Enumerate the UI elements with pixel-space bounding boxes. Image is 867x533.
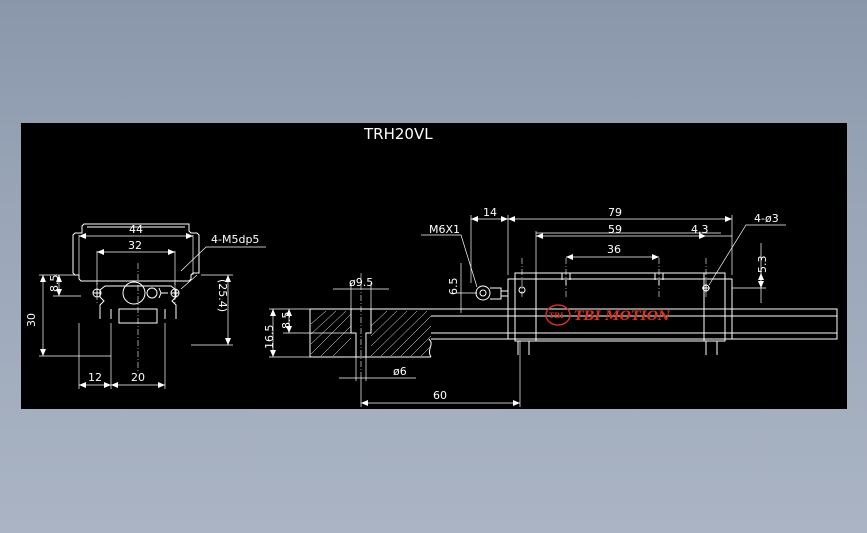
side-block-body — [514, 272, 726, 342]
dim-rail-pitch: 60 — [433, 389, 447, 402]
hatch-pattern — [310, 310, 432, 357]
tbi-emblem-text: TBI — [549, 311, 563, 320]
side-view: TBI TBI MOTION — [309, 258, 838, 378]
label-seal-holes: 4-ø3 — [754, 212, 779, 225]
dim-rail-height: 16.5 — [263, 325, 276, 350]
dim-counterbore-dia: ø9.5 — [349, 276, 373, 289]
tbi-logo: TBI TBI MOTION — [545, 304, 671, 326]
dim-end-offset: 4.3 — [691, 223, 709, 236]
dim-seal-hole-height: 5.3 — [756, 256, 769, 274]
side-holes — [518, 258, 710, 298]
dim-ref-height: (25.4) — [216, 279, 229, 312]
dim-nipple-height: 6.5 — [447, 278, 460, 296]
dim-width-top: 44 — [129, 223, 143, 236]
technical-drawing: TRH20VL 44 32 4-M5dp5 — [25, 125, 838, 407]
dim-block-length: 79 — [608, 206, 622, 219]
dim-bolt-hole-dia: ø6 — [393, 365, 407, 378]
tbi-logo-text: TBI MOTION — [574, 309, 671, 324]
front-view — [72, 223, 200, 373]
label-grease-nipple: M6X1 — [429, 223, 460, 236]
side-dimensions: 14 79 59 4.3 36 M6X1 4-ø3 5.3 6.5 ø9. — [263, 206, 786, 407]
dim-width-inner: 32 — [128, 239, 142, 252]
front-dimensions: 44 32 4-M5dp5 30 8.5 (25.4) 12 20 — [25, 223, 266, 389]
dim-overall-height: 30 — [25, 313, 38, 327]
dim-hole-spacing: 36 — [607, 243, 621, 256]
dim-nipple-offset: 14 — [483, 206, 497, 219]
dim-body-length: 59 — [608, 223, 622, 236]
dim-counterbore-depth: 8.5 — [280, 312, 293, 330]
tbi-emblem — [545, 304, 571, 326]
grease-nipple — [475, 285, 491, 301]
dim-top-height: 8.5 — [48, 275, 61, 293]
cad-viewport[interactable]: TRH20VL 44 32 4-M5dp5 — [21, 123, 847, 409]
label-mount-holes: 4-M5dp5 — [211, 233, 259, 246]
drawing-title: TRH20VL — [363, 125, 433, 143]
dim-rail-width: 20 — [131, 371, 145, 384]
dim-rail-offset: 12 — [88, 371, 102, 384]
